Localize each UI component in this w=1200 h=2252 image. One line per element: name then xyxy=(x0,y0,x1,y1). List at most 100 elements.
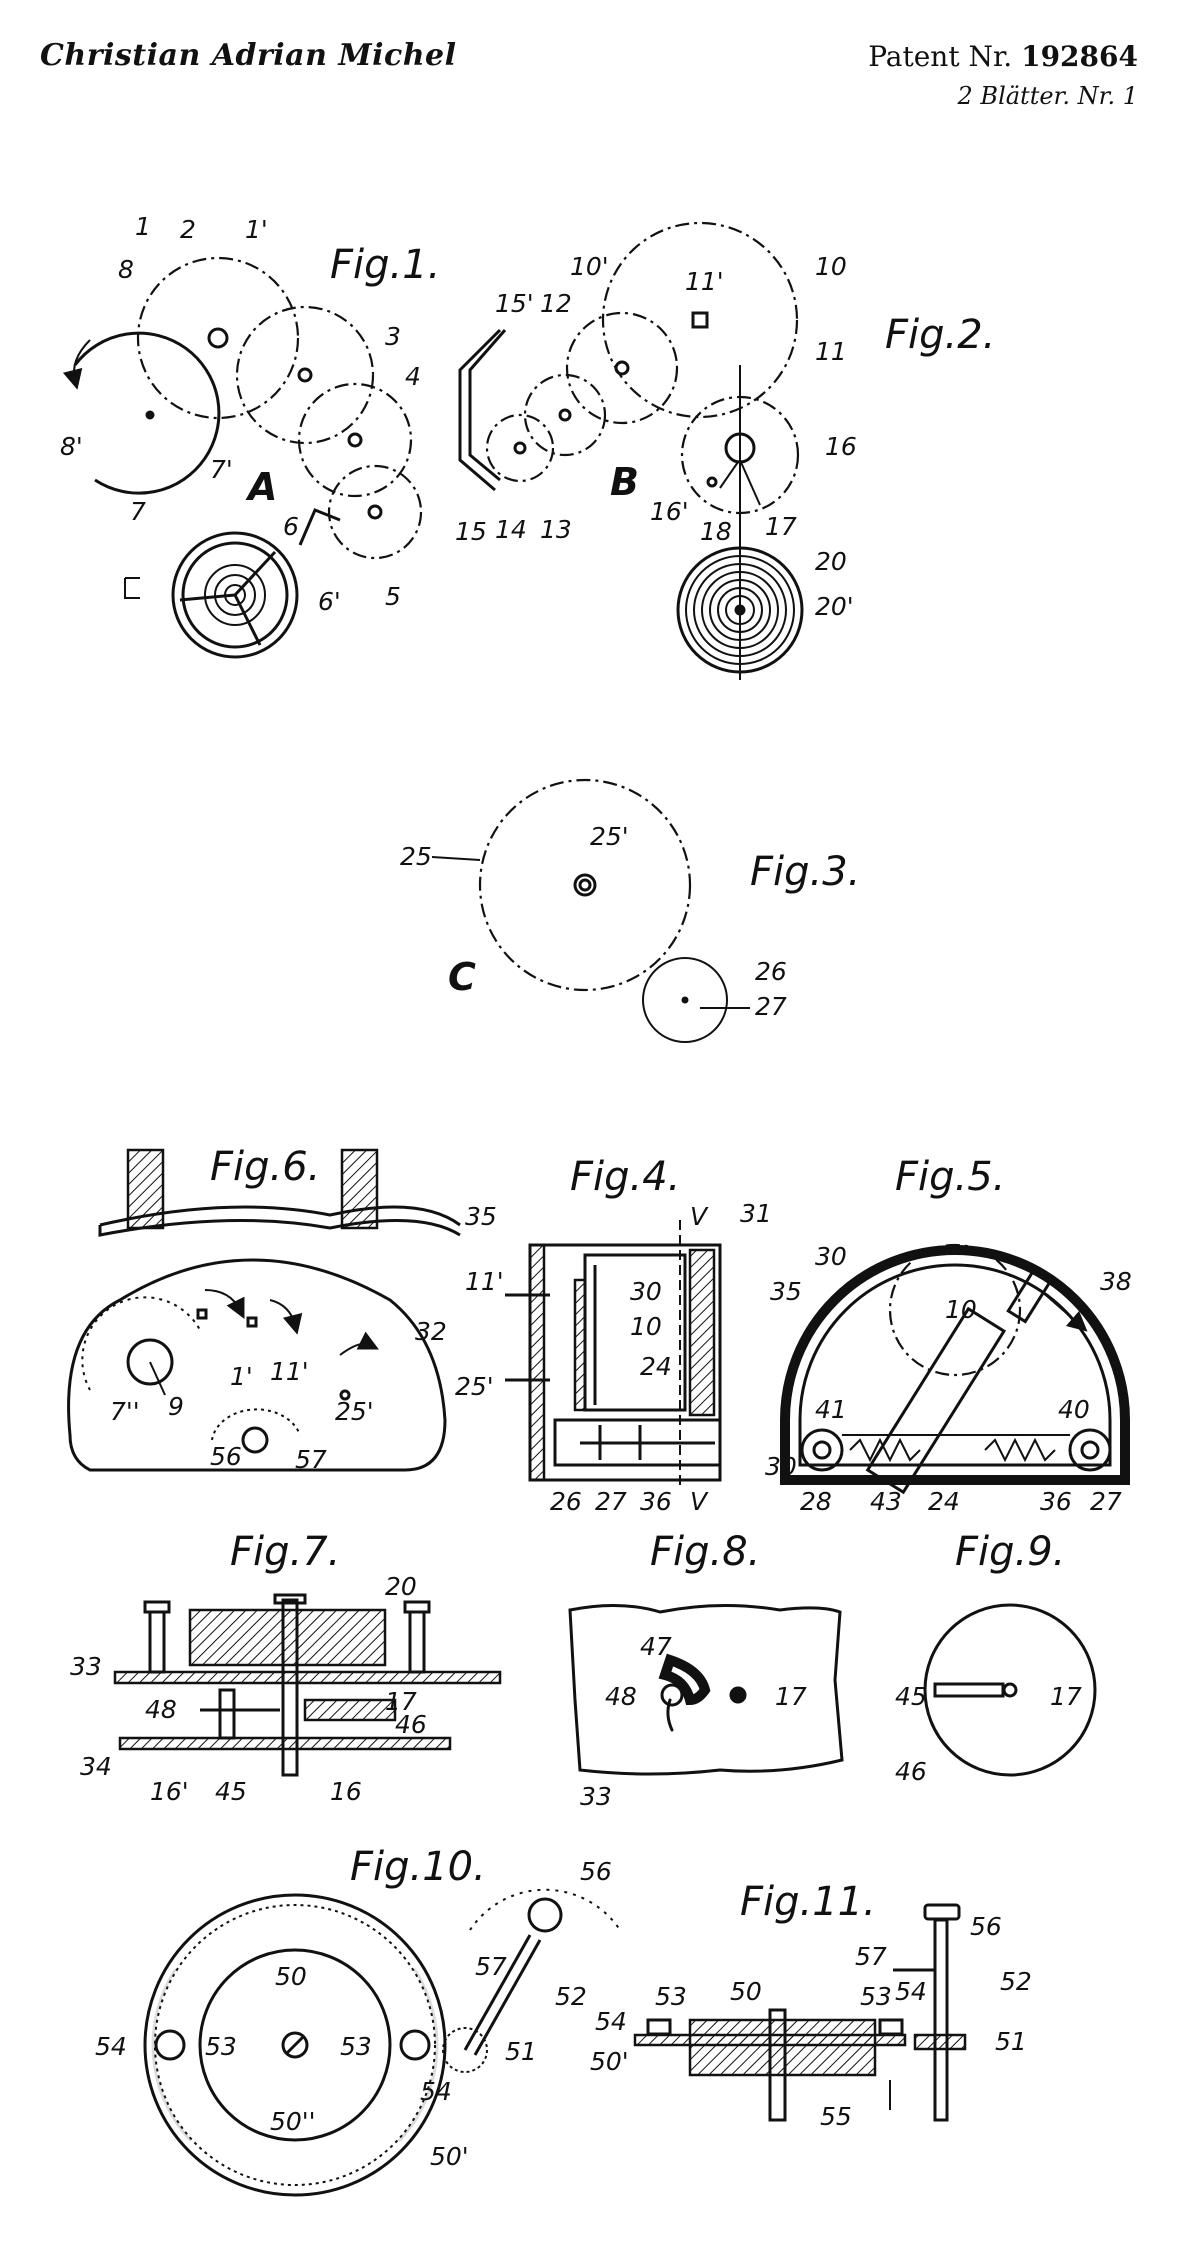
fig6-label-7pp: 7'' xyxy=(110,1397,140,1426)
screw-53-left xyxy=(646,2018,672,2036)
fig11-label-50p: 50' xyxy=(590,2047,629,2076)
fig1-letter: A xyxy=(245,465,277,509)
barrel-50 xyxy=(688,2018,877,2077)
fig5-title: Fig.5. xyxy=(895,1154,1005,1200)
figure-5: Fig.5. 30 35 38 10 41 40 30 28 43 24 xyxy=(765,1154,1132,1516)
fig11-label-51: 51 xyxy=(995,2027,1027,2056)
fig2-label-11p: 11' xyxy=(685,267,724,296)
balance-spoke xyxy=(233,550,277,597)
spring-43 xyxy=(849,1437,921,1463)
fig11-label-56: 56 xyxy=(970,1912,1002,1941)
fig1-label-7p: 7' xyxy=(210,455,233,484)
barrel-50 xyxy=(198,1948,392,2142)
slot-47 xyxy=(658,1653,711,1706)
fig10-label-51: 51 xyxy=(505,2037,537,2066)
fig7-label-16p: 16' xyxy=(150,1777,189,1806)
fig3-letter: C xyxy=(448,955,476,999)
screw-53-right xyxy=(878,2018,904,2036)
balance-spoke-3 xyxy=(233,594,262,646)
arbor-25p-inner xyxy=(578,878,592,892)
plate-33-fragment xyxy=(568,1603,844,1776)
plate-34 xyxy=(118,1736,452,1751)
fig6-label-25p: 25' xyxy=(335,1397,374,1426)
slot-45 xyxy=(933,1682,1005,1698)
fig10-label-54-left: 54 xyxy=(95,2032,127,2061)
rotation-arrow xyxy=(62,339,91,390)
center-screw xyxy=(281,2031,309,2059)
index-scale xyxy=(469,1888,621,1931)
fig1-label-1p: 1' xyxy=(245,215,268,244)
fig2-label-10: 10 xyxy=(815,252,847,281)
housing-32 xyxy=(67,1258,447,1472)
fig2-label-15: 15 xyxy=(455,517,487,546)
fig2-label-13: 13 xyxy=(540,515,572,544)
fig2-label-15p: 15' xyxy=(495,289,534,318)
pulley-28 xyxy=(800,1428,844,1472)
fig10-label-52: 52 xyxy=(555,1982,587,2011)
figure-10: Fig.10. 56 50 57 52 54 53 53 51 54 50'' xyxy=(95,1844,621,2197)
fig5-label-28: 28 xyxy=(800,1487,832,1516)
gear-4 xyxy=(297,382,413,498)
fig1-label-8: 8 xyxy=(118,255,134,284)
fig1-label-3: 3 xyxy=(385,322,401,351)
fig9-label-17: 17 xyxy=(1050,1682,1082,1711)
fig2-label-14: 14 xyxy=(495,515,527,544)
fig4-label-10: 10 xyxy=(630,1312,662,1341)
fig1-label-7: 7 xyxy=(130,497,146,526)
screw-53-right xyxy=(399,2029,431,2061)
fig3-label-26: 26 xyxy=(755,957,787,986)
post-right xyxy=(408,1610,426,1674)
plate-50p-inner xyxy=(154,1904,436,2186)
dial-hand xyxy=(149,1361,166,1396)
pulley-28-inner xyxy=(812,1440,832,1460)
leader-25 xyxy=(431,856,481,861)
axle-13 xyxy=(558,408,572,422)
figure-3: Fig.3. 25 25' 26 27 C xyxy=(400,778,860,1043)
square-25p xyxy=(339,1389,351,1401)
disc-46 xyxy=(923,1603,1097,1777)
fig7-label-17: 17 xyxy=(385,1687,417,1716)
fig10-label-57: 57 xyxy=(475,1952,507,1981)
pulley-27-inner xyxy=(1080,1440,1100,1460)
arrow-11p xyxy=(269,1299,303,1335)
fig7-label-46: 46 xyxy=(395,1710,427,1739)
fig2-label-12: 12 xyxy=(540,289,572,318)
fig5-label-30-top: 30 xyxy=(815,1242,847,1271)
fig4-label-27: 27 xyxy=(595,1487,627,1516)
fig4-label-31: 31 xyxy=(740,1199,772,1228)
axle-3 xyxy=(297,367,313,383)
patent-number-value: 192864 xyxy=(1021,40,1138,73)
pin-48 xyxy=(660,1683,684,1707)
fig4-label-26: 26 xyxy=(550,1487,582,1516)
fig7-label-16: 16 xyxy=(330,1777,362,1806)
fig11-label-54-left: 54 xyxy=(595,2007,627,2036)
bristle-block-right xyxy=(340,1148,379,1230)
knob-56 xyxy=(527,1897,563,1933)
fig1-label-2: 2 xyxy=(180,215,196,244)
arbor-25p xyxy=(573,873,597,897)
axle-4 xyxy=(347,432,363,448)
gear-5 xyxy=(327,464,423,560)
fig4-label-30: 30 xyxy=(630,1277,662,1306)
bristle-block-left xyxy=(126,1148,165,1230)
balance-spoke-2 xyxy=(179,593,236,602)
fig6-label-32: 32 xyxy=(415,1317,447,1346)
fig7-title: Fig.7. xyxy=(230,1529,340,1575)
fig3-title: Fig.3. xyxy=(750,849,860,895)
sheet-info: 2 Blätter. Nr. 1 xyxy=(957,82,1138,110)
housing-inner xyxy=(798,1263,1112,1467)
fig6-label-56: 56 xyxy=(210,1442,242,1471)
fig5-label-35: 35 xyxy=(770,1277,802,1306)
fig7-label-34: 34 xyxy=(80,1752,112,1781)
post-left-head xyxy=(143,1600,171,1614)
fig1-title: Fig.1. xyxy=(330,242,440,288)
fig5-label-40: 40 xyxy=(1058,1395,1090,1424)
fig9-title: Fig.9. xyxy=(955,1529,1065,1575)
lever-52 xyxy=(463,1934,532,2051)
fig4-label-11p: 11' xyxy=(465,1267,504,1296)
gear-12 xyxy=(565,311,679,425)
fig4-label-35: 35 xyxy=(465,1202,497,1231)
figure-8: Fig.8. 47 48 17 33 xyxy=(568,1529,844,1811)
slot-50pp-right xyxy=(398,1968,439,2142)
